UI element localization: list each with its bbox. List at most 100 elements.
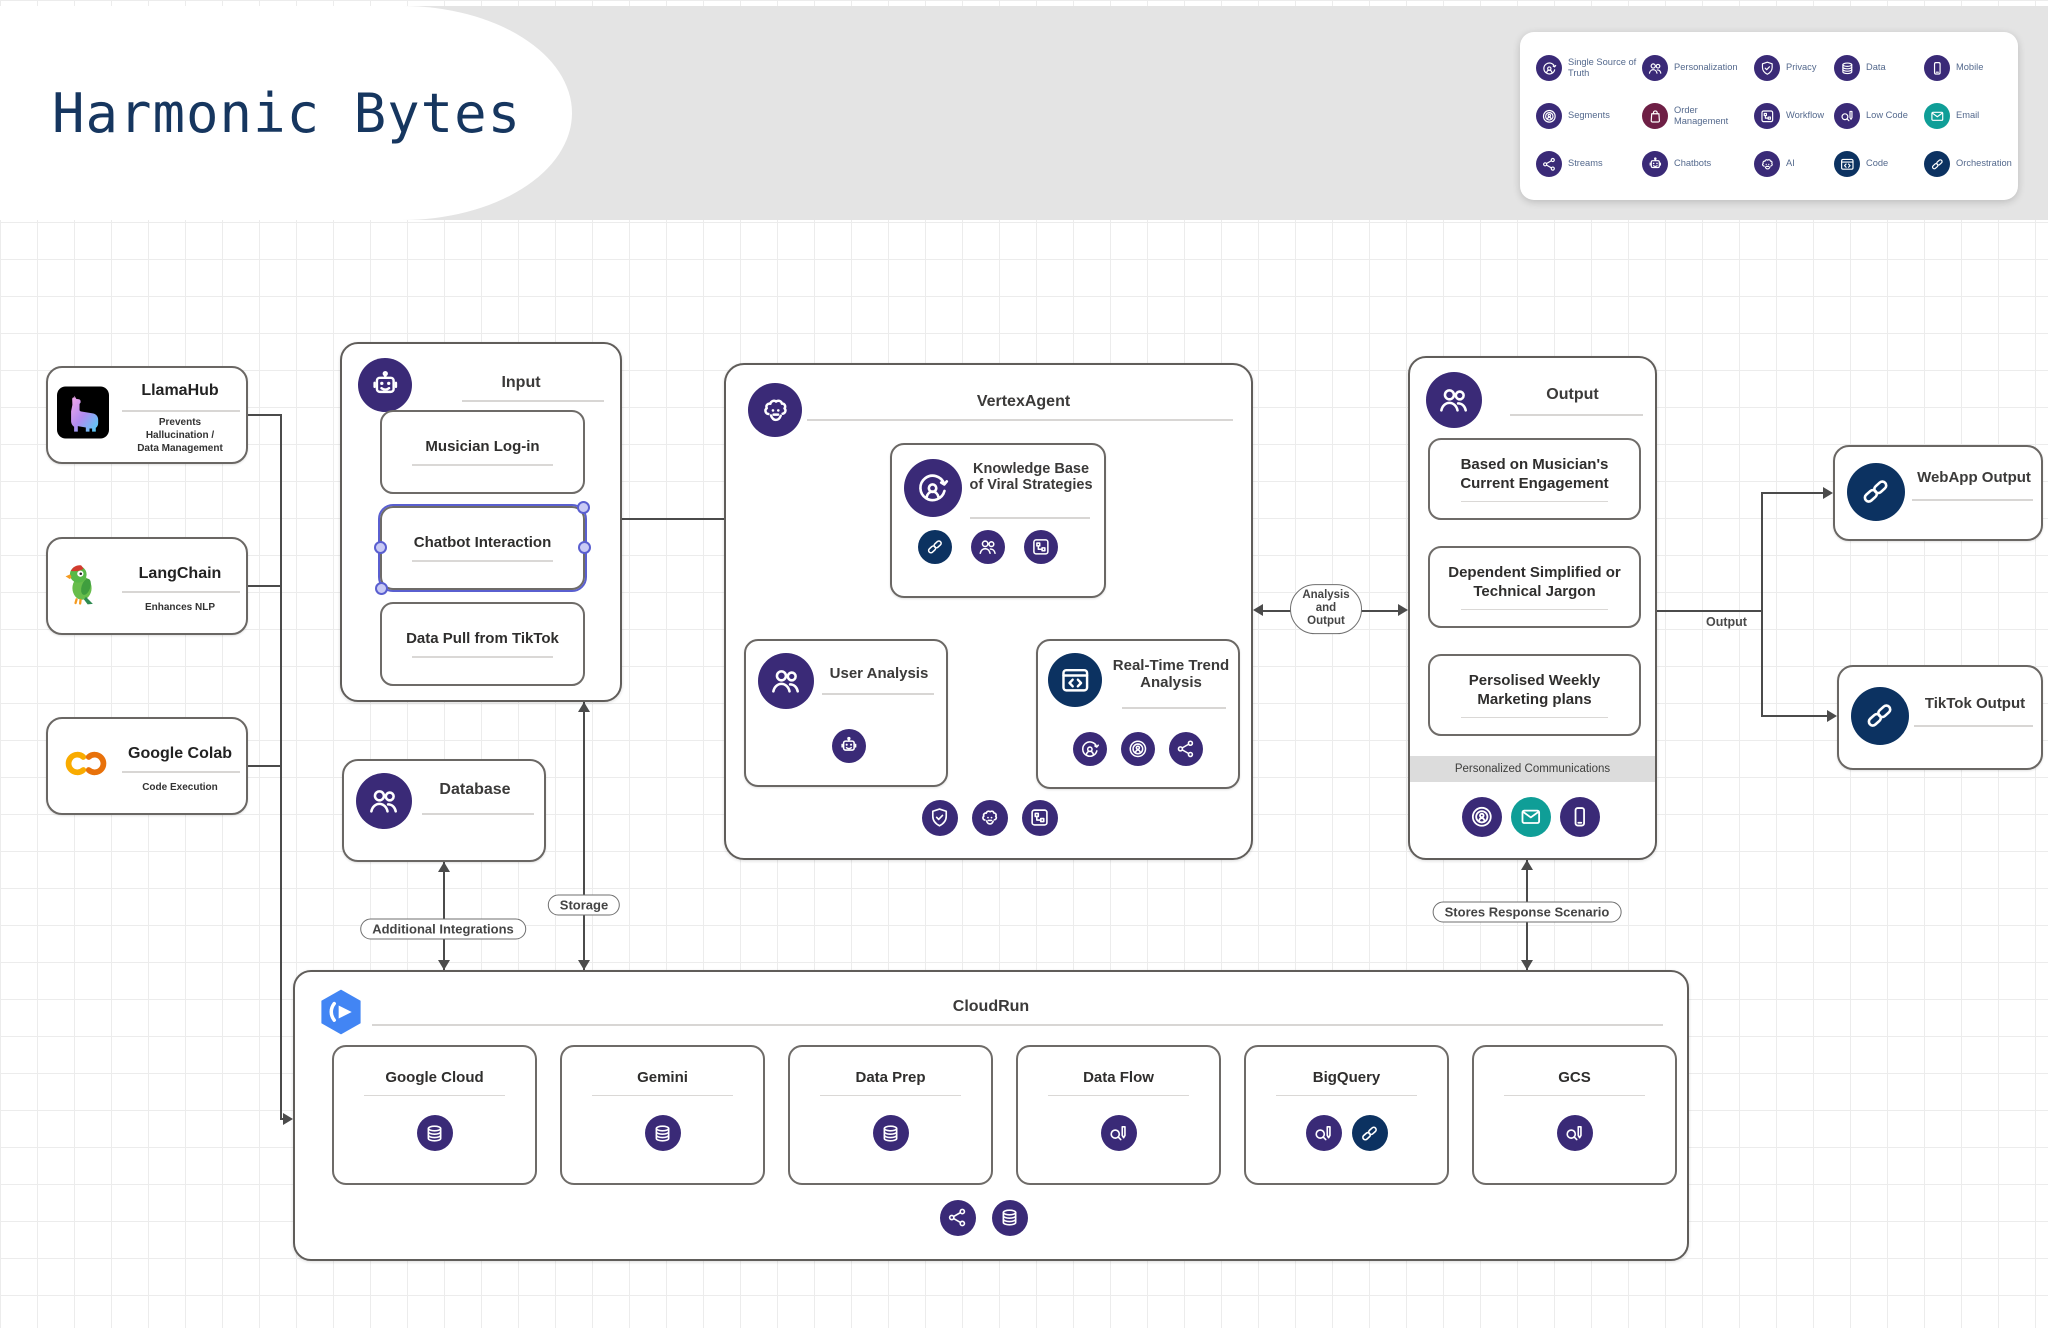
chatbots-icon <box>358 358 412 412</box>
low-code-icon <box>1100 1115 1137 1152</box>
single-source-of-truth-icon <box>1536 55 1562 81</box>
input-step-2[interactable]: Chatbot Interaction <box>374 501 591 595</box>
chatbots-icon <box>1642 151 1668 177</box>
webapp-output-node[interactable]: WebApp Output <box>1833 445 2043 541</box>
cloudrun-service-google-cloud[interactable]: Google Cloud <box>332 1045 537 1185</box>
input-step-3[interactable]: Data Pull from TikTok <box>380 602 585 686</box>
stores-response-scenario-pill[interactable]: Stores Response Scenario <box>1432 901 1622 923</box>
trend-analysis-node[interactable]: Real-Time Trend Analysis <box>1036 639 1240 789</box>
single-source-of-truth-icon <box>1073 732 1107 766</box>
streams-icon <box>940 1200 976 1236</box>
user-analysis-node[interactable]: User Analysis <box>744 639 948 787</box>
output-step-1[interactable]: Based on Musician's Current Engagement <box>1428 438 1641 520</box>
step-label: Chatbot Interaction <box>413 534 552 552</box>
code-icon <box>1834 151 1860 177</box>
title-card: Harmonic Bytes <box>0 6 572 220</box>
selection-handle[interactable] <box>375 582 388 595</box>
database-node[interactable]: Database <box>342 759 546 862</box>
legend-label: Orchestration <box>1956 158 2012 169</box>
parrot-logo <box>57 559 107 614</box>
webapp-output-label: WebApp Output <box>1917 469 2031 486</box>
personalized-communications-band: Personalized Communications <box>1410 756 1655 782</box>
orchestration-icon <box>918 530 952 564</box>
legend-label: AI <box>1786 158 1795 169</box>
legend-item-segments: Segments <box>1536 103 1642 129</box>
low-code-icon <box>1305 1115 1342 1152</box>
data-icon <box>416 1115 453 1152</box>
database-title: Database <box>439 781 511 798</box>
workflow-icon <box>1754 103 1780 129</box>
segments-icon <box>1121 732 1155 766</box>
orchestration-icon <box>1847 463 1905 521</box>
privacy-icon <box>1754 55 1780 81</box>
storage-pill[interactable]: Storage <box>547 894 621 916</box>
service-label: BigQuery <box>1312 1069 1381 1086</box>
tool-caption: Code Execution <box>142 782 218 793</box>
user-analysis-label: User Analysis <box>829 665 929 682</box>
single-source-of-truth-icon <box>904 459 962 517</box>
selection-handle[interactable] <box>374 541 387 554</box>
tool-caption: Prevents Hallucination / Data Management <box>137 417 223 454</box>
legend-item-personalization: Personalization <box>1642 55 1754 81</box>
output-step-2[interactable]: Dependent Simplified or Technical Jargon <box>1428 546 1641 628</box>
cloudrun-service-gemini[interactable]: Gemini <box>560 1045 765 1185</box>
orchestration-icon <box>1851 687 1909 745</box>
cloudrun-service-bigquery[interactable]: BigQuery <box>1244 1045 1449 1185</box>
cloudrun-title: CloudRun <box>952 998 1030 1015</box>
service-label: Data Flow <box>1083 1069 1154 1086</box>
personalization-icon <box>1426 372 1482 428</box>
legend-item-data: Data <box>1834 55 1924 81</box>
legend-label: Single Source of Truth <box>1568 56 1637 78</box>
cloudrun-service-gcs[interactable]: GCS <box>1472 1045 1677 1185</box>
personalization-icon <box>758 653 814 709</box>
personalization-icon <box>356 773 412 829</box>
vertexagent-container[interactable]: VertexAgent Knowledge Base of Viral Stra… <box>724 363 1253 860</box>
legend-label: Code <box>1866 158 1889 169</box>
selection-handle[interactable] <box>577 501 590 514</box>
ai-icon <box>748 383 802 437</box>
workflow-icon <box>1022 800 1058 836</box>
legend-item-streams: Streams <box>1536 151 1642 177</box>
output-container[interactable]: Output Based on Musician's Current Engag… <box>1408 356 1657 860</box>
knowledge-base-node[interactable]: Knowledge Base of Viral Strategies <box>890 443 1106 598</box>
legend-item-workflow: Workflow <box>1754 103 1834 129</box>
legend-item-code: Code <box>1834 151 1924 177</box>
output-step-3[interactable]: Persolised Weekly Marketing plans <box>1428 654 1641 736</box>
input-title: Input <box>501 374 541 391</box>
legend-item-privacy: Privacy <box>1754 55 1834 81</box>
legend-label: Segments <box>1568 110 1610 121</box>
legend-label: Workflow <box>1786 110 1825 121</box>
cloudrun-service-data-prep[interactable]: Data Prep <box>788 1045 993 1185</box>
service-label: GCS <box>1558 1069 1591 1086</box>
input-step-1[interactable]: Musician Log-in <box>380 410 585 494</box>
cloudrun-service-data-flow[interactable]: Data Flow <box>1016 1045 1221 1185</box>
analysis-and-output-pill[interactable]: Analysis and Output <box>1290 584 1362 634</box>
segments-icon <box>1462 797 1502 837</box>
orchestration-icon <box>1924 151 1950 177</box>
low-code-icon <box>1834 103 1860 129</box>
ai-icon <box>972 800 1008 836</box>
data-icon <box>872 1115 909 1152</box>
step-label: Musician Log-in <box>425 438 540 456</box>
step-label: Persolised Weekly Marketing plans <box>1468 672 1601 708</box>
orchestration-icon <box>1351 1115 1388 1152</box>
data-icon <box>992 1200 1028 1236</box>
low-code-icon <box>1556 1115 1593 1152</box>
legend-item-low-code: Low Code <box>1834 103 1924 129</box>
additional-integrations-pill[interactable]: Additional Integrations <box>360 918 526 940</box>
email-icon <box>1924 103 1950 129</box>
legend-label: Order Management <box>1674 104 1729 126</box>
tool-caption: Enhances NLP <box>144 602 216 613</box>
tool-title: Google Colab <box>128 745 232 762</box>
legend-label: Email <box>1956 110 1980 121</box>
selection-handle[interactable] <box>578 541 591 554</box>
order-management-icon <box>1642 103 1668 129</box>
tiktok-output-node[interactable]: TikTok Output <box>1837 665 2043 770</box>
legend-label: Personalization <box>1674 62 1738 73</box>
legend-label: Low Code <box>1866 110 1908 121</box>
